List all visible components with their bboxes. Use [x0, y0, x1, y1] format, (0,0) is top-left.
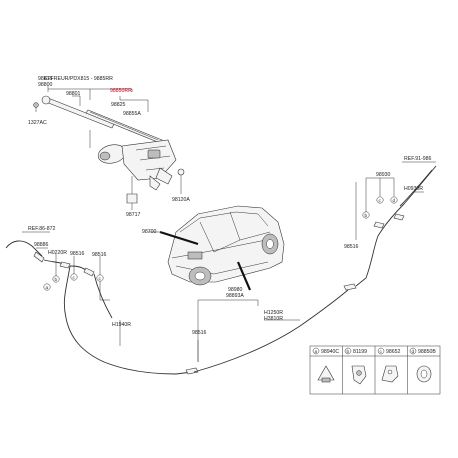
label-98120a: 98120A — [172, 197, 190, 203]
marker-c-left: c — [73, 275, 76, 280]
label-ref-right: REF.91-986 — [404, 156, 432, 162]
grommet-98120a — [177, 168, 185, 176]
label-98800: 98800 — [38, 82, 53, 88]
callout-labels: 98815 98800 EFFREUR/PDX815 - 9885RR 9885… — [28, 76, 432, 336]
rear-lamp — [187, 251, 203, 260]
marker-b-left: b — [55, 277, 58, 282]
wiper-arm-pivot — [41, 95, 51, 105]
legend-letter-a: a — [315, 349, 318, 354]
label-h1940r: H1940R — [112, 322, 131, 328]
legend-letter-c: c — [380, 349, 383, 354]
marker-a-left: a — [46, 285, 49, 290]
clip-81199-icon — [351, 365, 367, 385]
legend-letter-d: d — [412, 349, 415, 354]
leader-98825 — [119, 96, 149, 112]
legend-code-98940c: 98940C — [321, 349, 339, 355]
label-h0220r: H0220R — [48, 250, 67, 256]
legend-table: a 98940C b 81199 c 98652 d 98850B — [309, 345, 441, 395]
clip-98850b-icon — [416, 365, 432, 383]
legend-code-98850b: 98850B — [418, 349, 436, 355]
marker-b-right-circle — [362, 211, 370, 219]
label-98930: 98930 — [376, 172, 391, 178]
pointer-rear-body — [236, 261, 252, 291]
legend-code-98652: 98652 — [386, 349, 401, 355]
nut-1327ac — [33, 102, 39, 108]
label-1327ac: 1327AC — [28, 120, 47, 126]
label-98516-d: 98516 — [344, 244, 359, 250]
connector-98886 — [33, 251, 45, 263]
label-98850rr-highlighted: 98850RR — [110, 88, 132, 94]
label-98516-c: 98516 — [192, 330, 207, 336]
leader-98850 — [90, 88, 133, 92]
label-98717: 98717 — [126, 212, 141, 218]
label-98516-b: 98516 — [92, 252, 107, 258]
marker-a-left-circle — [43, 283, 51, 291]
label-98980: 98980 — [228, 287, 243, 293]
marker-c-right: c — [379, 198, 382, 203]
center-callouts — [193, 283, 357, 373]
label-98815: 98815 — [38, 76, 53, 82]
joint-lower — [185, 367, 199, 375]
label-98801: 98801 — [66, 91, 81, 97]
label-98516-a: 98516 — [70, 251, 85, 257]
label-h3810r: H3810R — [264, 316, 283, 322]
leader-98801 — [72, 95, 81, 106]
marker-d-right: d — [393, 198, 396, 203]
marker-c-left2: c — [99, 276, 102, 281]
label-98886: 98886 — [34, 242, 49, 248]
hose-ref — [5, 240, 43, 257]
left-hose-system — [5, 231, 199, 375]
clip-98652-icon — [381, 365, 399, 383]
right-hose-system — [355, 161, 437, 287]
marker-b-left-circle — [52, 275, 60, 283]
leader-98815 — [47, 86, 91, 100]
label-98893a: 98893A — [226, 293, 244, 299]
leader-98930 — [365, 177, 395, 212]
vehicle-illustration — [148, 205, 285, 291]
marker-c-left2-circle — [96, 274, 104, 282]
marker-d-right-circle — [390, 196, 398, 204]
wiper-arm-assembly — [33, 86, 185, 210]
wiper-motor — [97, 139, 177, 191]
bushing-98717 — [126, 193, 138, 204]
label-prefix: EFFREUR/PDX815 - 9885RR — [44, 76, 113, 82]
letter-markers: a b c c b c d — [43, 196, 398, 291]
legend-letter-b: b — [347, 349, 350, 354]
label-98700: 98700 — [142, 229, 157, 235]
label-h1250r: H1250R — [264, 310, 283, 316]
marker-c-right-circle — [376, 196, 384, 204]
marker-c-left-circle — [70, 273, 78, 281]
joint-upper — [343, 283, 357, 291]
hose-h0930r — [355, 165, 437, 287]
pointer-rear-glass — [159, 230, 199, 246]
label-98825: 98825 — [111, 102, 126, 108]
label-h0930r: H0930R — [404, 186, 423, 192]
hose-h1250r — [193, 289, 349, 373]
wiper-blade-rubber — [89, 111, 159, 141]
marker-b-right: b — [365, 213, 368, 218]
legend-code-81199: 81199 — [353, 349, 367, 355]
clip-98940c-icon — [317, 365, 335, 383]
hose-h1940r — [63, 265, 193, 375]
label-ref-left: REF.86-872 — [28, 226, 56, 232]
label-98855a: 98855A — [123, 111, 141, 117]
